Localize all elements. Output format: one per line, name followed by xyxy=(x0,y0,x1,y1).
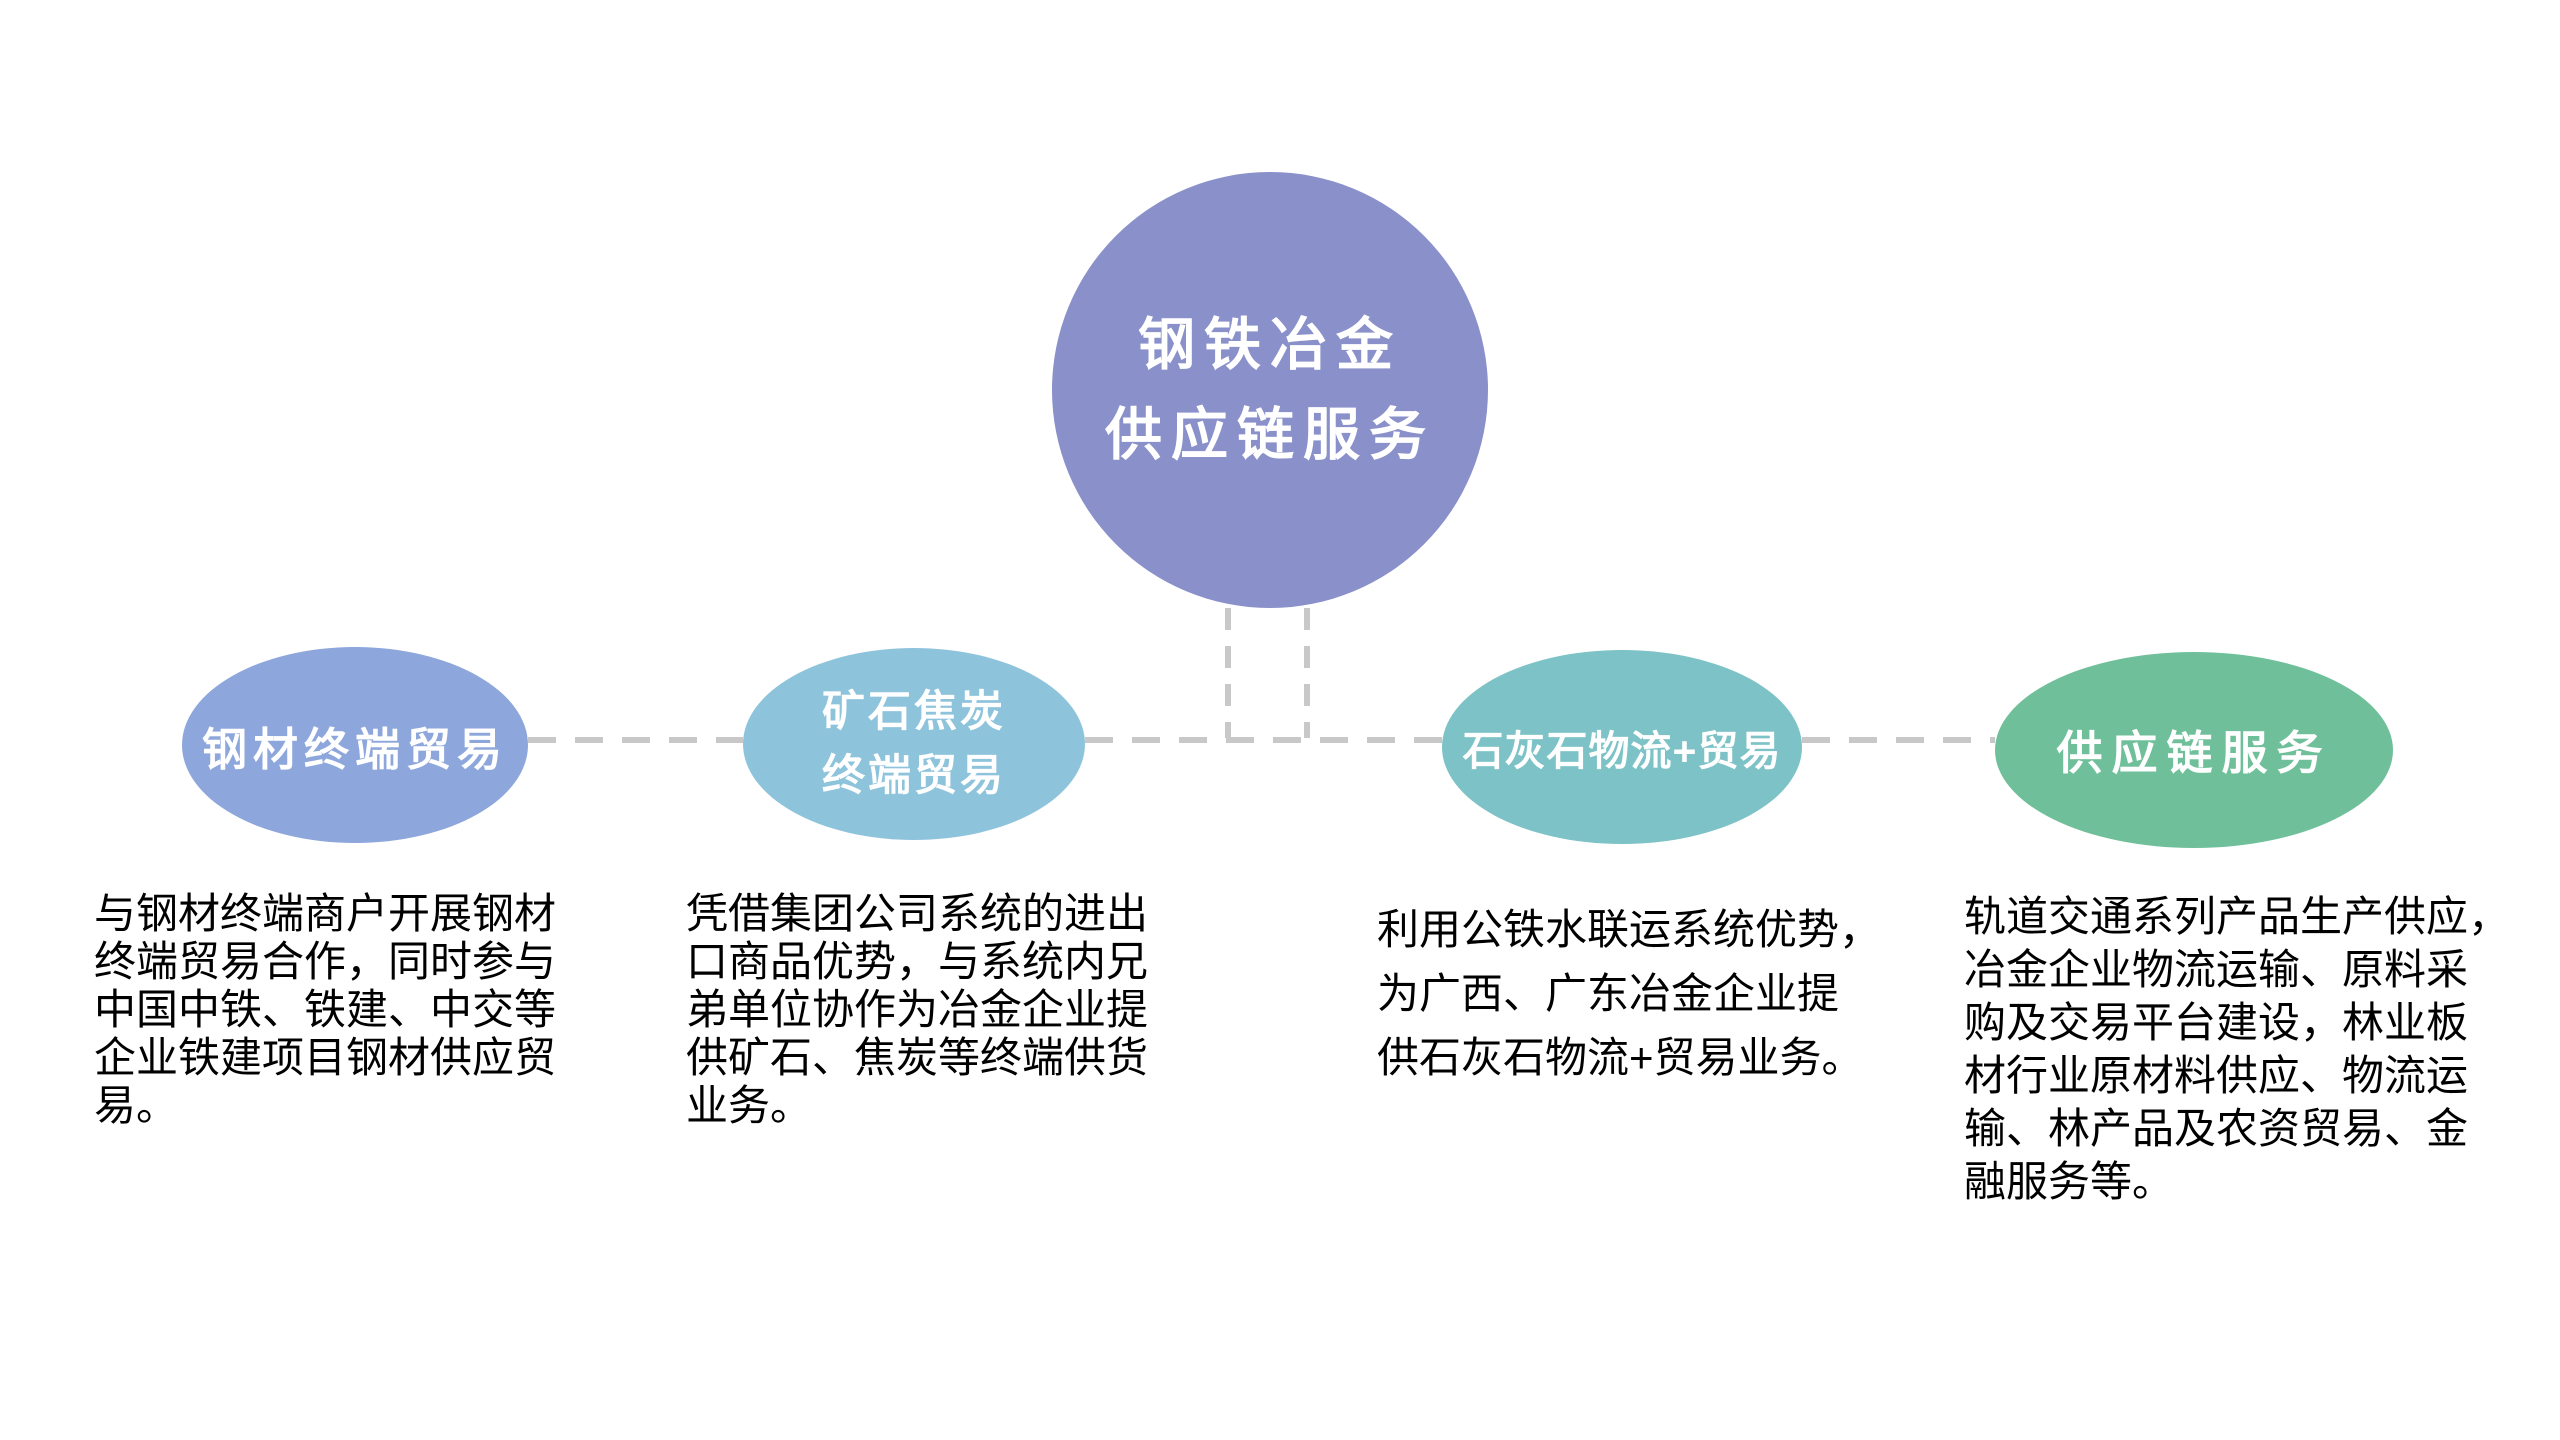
branch-description-ore-coke-terminal-trade: 凭借集团公司系统的进出 口商品优势，与系统内兄 弟单位协作为冶金企业提 供矿石、… xyxy=(686,890,1149,1129)
branch-node-ore-coke-terminal-trade: 矿石焦炭 终端贸易 xyxy=(743,648,1085,840)
branch-description-steel-terminal-trade: 与钢材终端商户开展钢材 终端贸易合作，同时参与 中国中铁、铁建、中交等 企业铁建… xyxy=(94,890,557,1129)
connector-vertical-right xyxy=(1304,608,1310,738)
branch-node-label: 供应链服务 xyxy=(2056,727,2332,779)
connector-horizontal-segment-2 xyxy=(1085,737,1442,743)
connector-vertical-left xyxy=(1225,608,1231,738)
branch-node-steel-terminal-trade: 钢材终端贸易 xyxy=(182,647,528,843)
branch-description-limestone-logistics-trade: 利用公铁水联运系统优势， 为广西、广东冶金企业提 供石灰石物流+贸易业务。 xyxy=(1377,906,1882,1081)
branch-node-label: 石灰石物流+贸易 xyxy=(1462,728,1782,774)
branch-node-label: 矿石焦炭 终端贸易 xyxy=(822,688,1006,800)
connector-horizontal-segment-1 xyxy=(528,737,743,743)
branch-node-supply-chain-services: 供应链服务 xyxy=(1995,652,2393,848)
root-node-label: 钢铁冶金 供应链服务 xyxy=(1105,313,1435,467)
branch-node-limestone-logistics-trade: 石灰石物流+贸易 xyxy=(1442,650,1802,844)
connector-horizontal-segment-3 xyxy=(1802,737,1995,743)
branch-node-label: 钢材终端贸易 xyxy=(201,723,508,775)
root-node-circle: 钢铁冶金 供应链服务 xyxy=(1052,172,1488,608)
branch-description-supply-chain-services: 轨道交通系列产品生产供应， 冶金企业物流运输、原料采 购及交易平台建设，林业板 … xyxy=(1964,893,2511,1205)
